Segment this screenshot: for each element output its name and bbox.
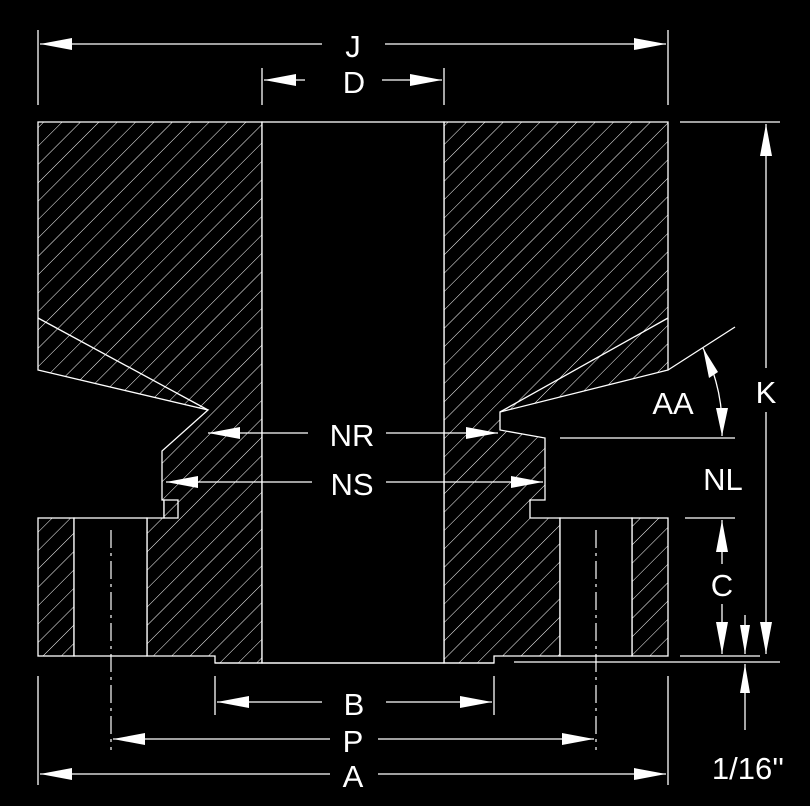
weld-bevel-line-left xyxy=(37,317,209,411)
dimension-raised-face-thickness: 1/16'' xyxy=(712,615,784,786)
label-p: P xyxy=(343,724,364,759)
label-k: K xyxy=(756,375,777,410)
label-a: A xyxy=(343,759,364,794)
label-ns: NS xyxy=(330,467,373,502)
dimension-d: D xyxy=(264,65,442,100)
flange-ring-right-outer-section xyxy=(631,517,669,657)
dimension-nr: NR xyxy=(208,418,498,453)
dimension-ns: NS xyxy=(166,467,543,502)
flange-hub-left-neck-section xyxy=(163,499,179,519)
label-d: D xyxy=(343,65,365,100)
dimension-aa: AA xyxy=(652,347,728,437)
flange-ring-left-outer-section xyxy=(37,517,75,657)
weld-bevel-line-right xyxy=(499,317,669,413)
flange-body-right-section xyxy=(443,121,669,664)
dimension-c: C xyxy=(711,520,733,654)
label-j: J xyxy=(345,29,361,64)
dimension-b: B xyxy=(217,687,492,722)
dimension-p: P xyxy=(113,724,594,759)
dimension-a: A xyxy=(40,759,666,794)
label-nr: NR xyxy=(330,418,375,453)
dimension-j: J xyxy=(40,29,666,64)
bore xyxy=(261,121,445,664)
label-thickness: 1/16'' xyxy=(712,751,784,786)
dimension-k: K xyxy=(756,124,777,654)
label-nl: NL xyxy=(703,462,743,497)
label-c: C xyxy=(711,568,733,603)
label-aa: AA xyxy=(652,386,694,421)
label-b: B xyxy=(344,687,365,722)
